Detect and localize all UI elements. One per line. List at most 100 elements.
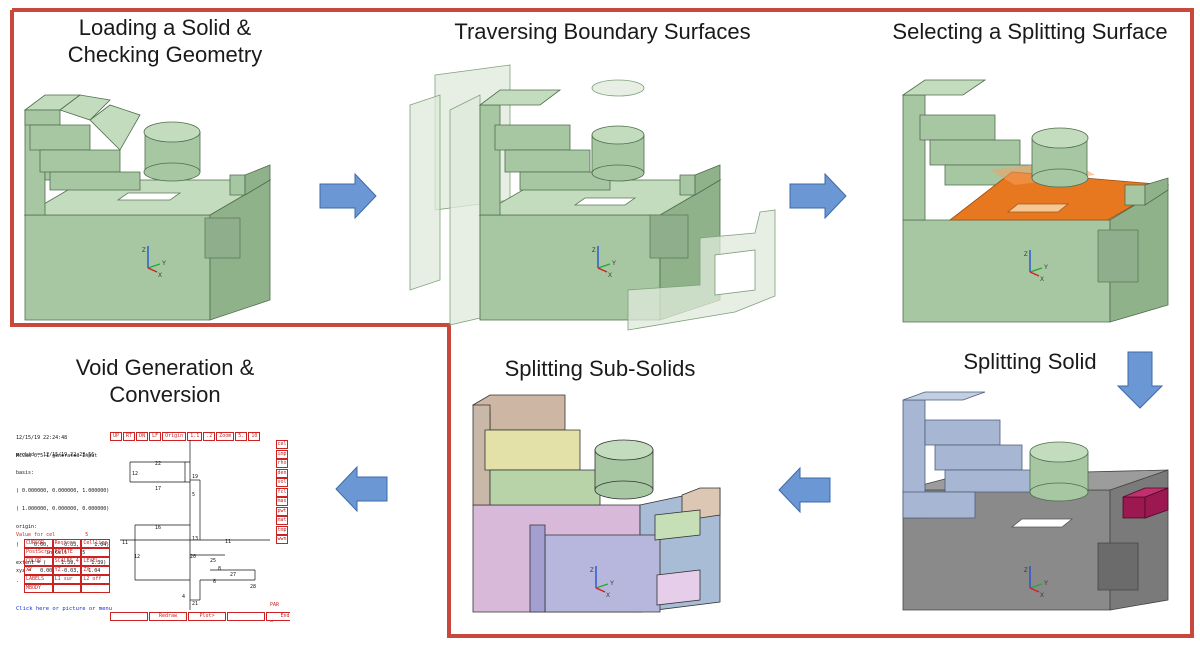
side-button[interactable]: pwt: [276, 506, 288, 516]
menu-cell[interactable]: PostScrp: [24, 548, 53, 557]
axis-triad-1: Z Y X: [142, 246, 166, 279]
arrow-right-icon: [789, 172, 847, 220]
axis-label-y: Y: [162, 261, 166, 267]
plotter-header: 12/15/19 22:24:48 McCad 0.5.1 generated …: [16, 423, 97, 471]
step-title-sub-solids: Splitting Sub-Solids: [504, 356, 696, 381]
plotter-bottom-buttons: Redraw Plot> End: [110, 612, 290, 621]
axis-label-x: X: [1040, 277, 1044, 283]
side-button[interactable]: rho: [276, 459, 288, 468]
menu-cell[interactable]: [81, 584, 111, 593]
axis-label-x: X: [1040, 593, 1044, 599]
value-line: in Cell 5: [16, 550, 86, 556]
split-solid-step4: [902, 391, 1169, 611]
plot-button[interactable]: Plot>: [188, 612, 226, 621]
axis-label-z: Z: [590, 568, 594, 574]
flow-boundary-top: [10, 8, 1194, 638]
step-title-loading: Loading a Solid & Checking Geometry: [67, 15, 263, 67]
plotter-info-line: ( 1.000000, 0.000000, 0.000000): [16, 506, 110, 512]
step-title-selecting: Selecting a Splitting Surface: [892, 19, 1168, 44]
plotter-nav-buttons: UP RT DN LF Origin 1.1 .2 Zoom 5. 10: [110, 432, 261, 441]
end-button[interactable]: End: [266, 612, 290, 621]
plotter-button-dn[interactable]: DN: [136, 432, 149, 441]
menu-cell[interactable]: COLOR: [24, 557, 53, 566]
plotter-button-5[interactable]: 5.: [235, 432, 248, 441]
cell-label: 22: [155, 461, 161, 467]
axis-label-y: Y: [610, 581, 614, 587]
menu-cell[interactable]: MBODY: [24, 584, 53, 593]
side-button[interactable]: imp: [276, 449, 288, 459]
cell-label: 13: [192, 536, 198, 542]
boundary-surfaces-step2: [409, 64, 776, 331]
arrow-left-icon: [778, 466, 831, 514]
plotter-info-line: .: [16, 578, 20, 584]
plotter-button-2[interactable]: .2: [203, 432, 216, 441]
sub-solids-step5: [472, 394, 721, 613]
plotter-button-lf[interactable]: LF: [149, 432, 162, 441]
plotter-button-1-1[interactable]: 1.1: [187, 432, 203, 441]
plotter-right-small: PAR N: [270, 590, 288, 622]
plotter-header-line: 12/15/19 22:24:48: [16, 435, 68, 441]
cell-label: 20: [190, 554, 196, 560]
right-small-label: N: [270, 620, 288, 622]
side-button[interactable]: mat: [276, 516, 288, 525]
plotter-info-line: ( 0.00, -0.03, 1.04): [16, 542, 110, 548]
side-button[interactable]: den: [276, 468, 288, 478]
plotter-button-zoom[interactable]: Zoom: [216, 432, 235, 441]
menu-cell[interactable]: Restore: [52, 539, 82, 548]
side-button[interactable]: cel: [276, 440, 288, 449]
menu-cell[interactable]: CellLine: [81, 539, 111, 548]
mcnp-plotter-screenshot: 12/15/19 22:24:48 McCad 0.5.1 generated …: [10, 422, 290, 622]
redraw-button[interactable]: Redraw: [149, 612, 187, 621]
plotter-info-line: extent = ( 1.39, 1.39): [16, 560, 107, 566]
axis-triad-5: Z Y X: [590, 566, 614, 599]
side-button[interactable]: mas: [276, 497, 288, 506]
plotter-info: probid = 12/15/19 22:23:56 basis: ( 0.00…: [16, 440, 109, 596]
plotter-info-line: basis:: [16, 470, 35, 476]
cell-label: 17: [155, 486, 161, 492]
axis-label-z: Z: [142, 248, 146, 254]
plotter-button-origin[interactable]: Origin: [162, 432, 187, 441]
cell-label: 16: [155, 525, 161, 531]
menu-cell[interactable]: LEVEL: [81, 557, 111, 566]
menu-cell[interactable]: SCALES 4: [52, 557, 82, 566]
axis-label-x: X: [158, 273, 162, 279]
bottom-button[interactable]: [227, 612, 265, 621]
side-button[interactable]: tmp: [276, 525, 288, 535]
axis-triad-3: Z Y X: [1024, 250, 1048, 283]
menu-cell[interactable]: YZ: [52, 566, 82, 575]
menu-cell[interactable]: [52, 584, 82, 593]
cell-label: 19: [192, 474, 198, 480]
bottom-button[interactable]: [110, 612, 148, 621]
cell-label: 4: [182, 594, 185, 600]
menu-cell[interactable]: L2 off: [81, 575, 111, 584]
menu-cell[interactable]: CURSOR: [24, 539, 53, 548]
plotter-value-readout: Value for cel 5 in Cell 5 xyz = 0.00, -0…: [16, 520, 100, 586]
plotter-status-text: Click here or picture or menu: [16, 606, 113, 612]
axis-label-x: X: [608, 273, 612, 279]
menu-cell[interactable]: L1 sur: [52, 575, 82, 584]
step-title-void-generation: Void Generation & Conversion: [75, 355, 255, 407]
splitting-surface-step3: [901, 79, 1170, 323]
menu-cell[interactable]: [81, 548, 111, 557]
cell-label: 11: [225, 539, 231, 545]
side-button[interactable]: vol: [276, 478, 288, 487]
axis-label-y: Y: [1044, 581, 1048, 587]
plotter-button-up[interactable]: UP: [110, 432, 123, 441]
plotter-info-line: origin:: [16, 524, 38, 530]
plotter-button-rt[interactable]: RT: [123, 432, 136, 441]
cell-label: 25: [210, 558, 216, 564]
side-button[interactable]: wwn: [276, 535, 288, 544]
menu-cell[interactable]: XY: [24, 566, 53, 575]
axis-label-x: X: [606, 593, 610, 599]
menu-cell[interactable]: ZX: [81, 566, 111, 575]
menu-cell[interactable]: LABELS: [24, 575, 53, 584]
arrow-right-icon: [319, 172, 377, 220]
menu-cell[interactable]: ROTATE: [52, 548, 82, 557]
plotter-button-10[interactable]: 10: [248, 432, 261, 441]
cell-label: 5: [192, 492, 195, 498]
plotter-info-line: ( 0.000000, 0.000000, 1.000000): [16, 488, 110, 494]
cell-label: 11: [122, 540, 128, 546]
side-button[interactable]: fcl: [276, 487, 288, 497]
